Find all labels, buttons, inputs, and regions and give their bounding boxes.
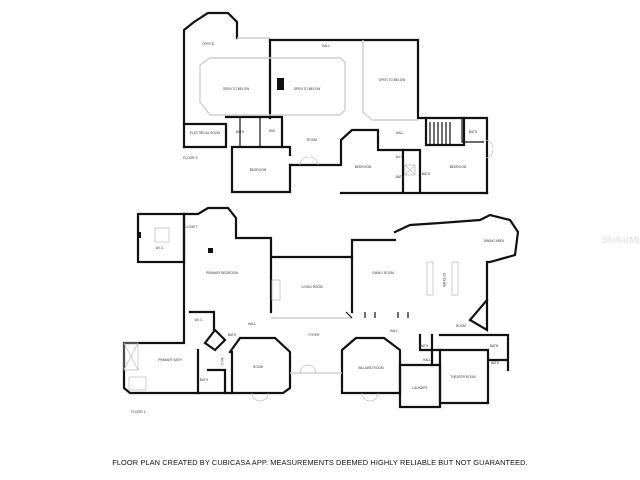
room-label: LIVING ROOM	[301, 285, 323, 289]
room-label: DINING AREA	[484, 239, 505, 243]
room-label: W.I.C.	[156, 246, 165, 250]
room-label: OFFICE	[202, 42, 214, 46]
room-label: BATH	[490, 344, 499, 348]
room-label: KITCHEN	[442, 273, 446, 288]
room-label: BATH	[491, 361, 500, 365]
room-label: BATH	[396, 175, 405, 179]
floor-1-label: FLOOR 1	[131, 410, 146, 414]
room-label: HALL	[423, 358, 431, 362]
floor-2-plan: OFFICE HALL OPEN TO BELOW OPEN TO BELOW …	[182, 11, 494, 195]
room-label: THEATER ROOM	[450, 375, 476, 379]
room-label: HALL	[390, 329, 398, 333]
room-label: BATH	[469, 130, 478, 134]
room-label: ELECTRICAL ROOM	[190, 131, 221, 135]
room-label: OPEN TO BELOW	[223, 87, 250, 91]
room-label: ROOM	[253, 365, 263, 369]
room-label: PRIMARY BEDROOM	[206, 271, 238, 275]
room-label: PRIMARY BATH	[158, 358, 182, 362]
floor-2-label: FLOOR 2	[183, 156, 198, 160]
room-label: HALL	[396, 131, 404, 135]
footer-disclaimer: FLOOR PLAN CREATED BY CUBICASA APP. MEAS…	[112, 458, 528, 467]
room-label: W.I.C.	[195, 318, 204, 322]
room-label: BEDROOM	[450, 165, 467, 169]
room-label: BATH	[422, 172, 431, 176]
fireplace-icon	[277, 78, 284, 90]
room-label: BEDROOM	[250, 168, 267, 172]
room-label: W.I.C.	[396, 155, 405, 159]
room-label: OPEN TO BELOW	[294, 87, 321, 91]
room-label: CLOSET	[185, 225, 198, 229]
room-label: BATH	[420, 344, 429, 348]
room-label: BATH	[228, 333, 237, 337]
room-label: LAUNDRY	[412, 386, 428, 390]
floor-1-plan: W.I.C. CLOSET PRIMARY BEDROOM LIVING ROO…	[122, 206, 520, 414]
room-label: FOYER	[309, 333, 321, 337]
room-label: BILLIARD ROOM	[359, 366, 384, 370]
room-label: OPEN TO BELOW	[379, 78, 406, 82]
room-label: ROOM	[456, 324, 466, 328]
room-label: HALL	[322, 44, 330, 48]
room-label: HALL	[248, 322, 256, 326]
room-label: ROOM	[307, 138, 317, 142]
room-label: BEDROOM	[355, 165, 372, 169]
room-label: FAMILY ROOM	[372, 271, 394, 275]
room-label: BATH	[200, 378, 209, 382]
room-label: W.I.C.	[220, 358, 224, 367]
room-label: W/D	[269, 129, 276, 133]
room-label: BATH	[236, 130, 245, 134]
watermark: StellarMLS	[602, 235, 640, 245]
